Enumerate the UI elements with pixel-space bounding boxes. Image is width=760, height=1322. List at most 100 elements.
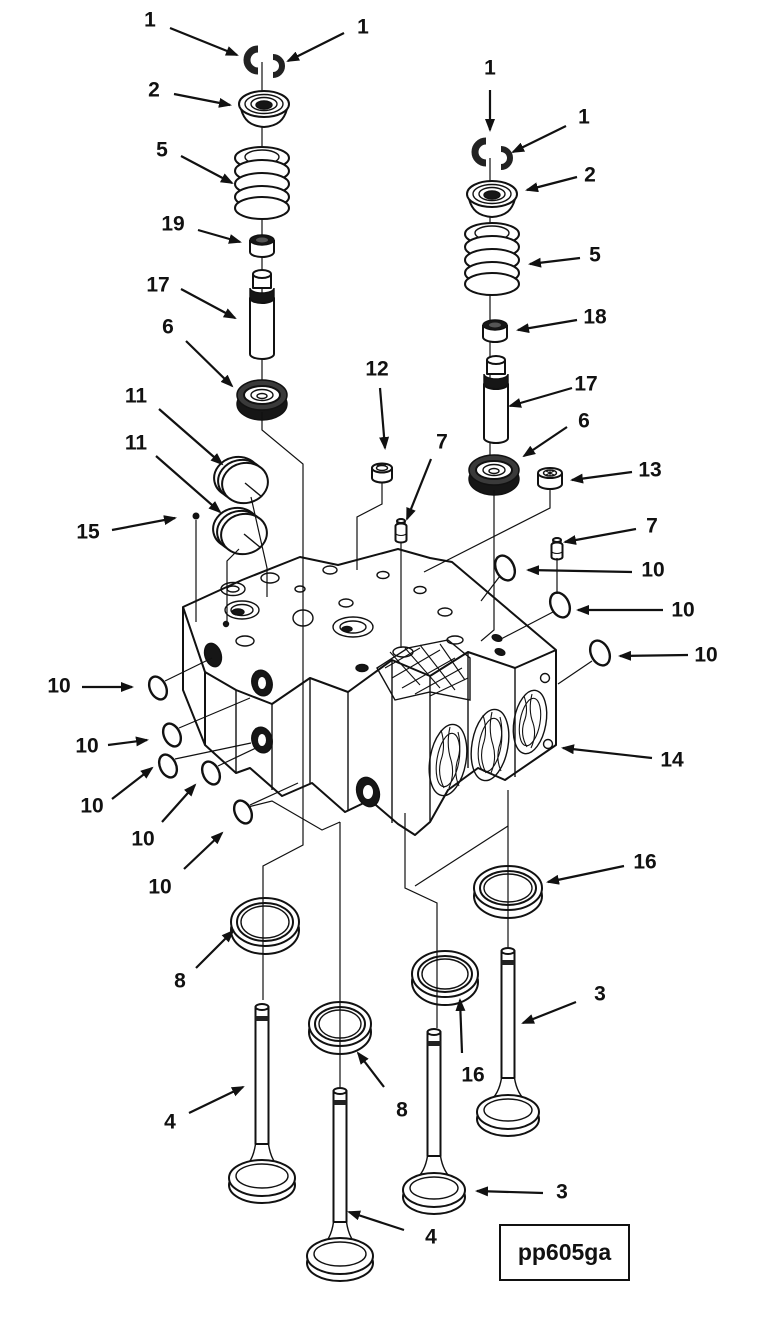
ball-15 (192, 512, 200, 520)
callout-label-10: 10 (131, 827, 155, 851)
valve-assembly-right (464, 137, 520, 496)
callout-arrow-5 (528, 256, 581, 268)
valve-spring-right (464, 222, 520, 296)
callout-arrow-16 (455, 998, 466, 1054)
callout-label-3: 3 (594, 982, 606, 1006)
callout-arrow-6 (522, 426, 568, 458)
callout-label-1: 1 (144, 8, 156, 32)
callout-label-19: 19 (161, 212, 185, 236)
valve-guide-left (249, 269, 275, 360)
callout-label-12: 12 (365, 357, 389, 381)
callout-label-2: 2 (148, 78, 160, 102)
callout-arrow-2 (525, 175, 578, 193)
callout-label-5: 5 (589, 243, 601, 267)
callout-arrow-7 (405, 458, 433, 521)
callout-arrow-7 (563, 527, 637, 545)
callout-arrow-16 (546, 864, 625, 885)
callout-arrow-14 (561, 744, 653, 760)
callout-arrow-11 (158, 408, 224, 466)
callout-label-17: 17 (574, 372, 598, 396)
callout-label-1: 1 (578, 105, 590, 129)
callout-label-10: 10 (75, 734, 99, 758)
plug-13 (537, 467, 563, 490)
callout-label-18: 18 (583, 305, 607, 329)
callout-arrow-10 (526, 565, 633, 576)
dowel-pin-7-left (394, 518, 408, 544)
callout-label-4: 4 (425, 1225, 437, 1249)
callout-arrow-5 (180, 155, 234, 184)
callout-arrow-8 (195, 929, 235, 969)
callout-arrow-17 (508, 386, 573, 408)
cup-plug-11b (212, 506, 268, 556)
seal-cup-19 (249, 234, 275, 258)
small-parts (147, 455, 612, 825)
callout-label-7: 7 (436, 430, 448, 454)
callout-arrow-3 (521, 1000, 577, 1025)
callout-arrow-15 (111, 515, 177, 532)
callout-arrow-19 (197, 228, 242, 244)
stem-seal-left (236, 379, 288, 421)
callout-arrow-1 (169, 26, 239, 57)
callout-arrow-10 (618, 650, 689, 661)
valve-guide-right (483, 355, 509, 444)
callout-label-14: 14 (660, 748, 684, 772)
valves (228, 947, 540, 1282)
callout-arrow-12 (378, 387, 390, 450)
head-right-face-cavities (428, 689, 548, 797)
callout-label-6: 6 (578, 409, 590, 433)
head-side-ports (203, 634, 554, 808)
callout-label-7: 7 (646, 514, 658, 538)
spring-retainer-left (238, 90, 290, 128)
callout-label-10: 10 (694, 643, 718, 667)
callout-arrow-10 (111, 766, 154, 800)
callout-arrow-11 (155, 455, 222, 514)
callout-arrow-1 (511, 125, 567, 153)
figure-code-label: pp605ga (517, 1239, 612, 1265)
valve-collets-left (243, 45, 285, 78)
callout-label-16: 16 (461, 1063, 485, 1087)
callout-label-8: 8 (174, 969, 186, 993)
callout-label-6: 6 (162, 315, 174, 339)
valve-spring-left (234, 146, 290, 220)
callout-label-10: 10 (47, 674, 71, 698)
seat-insert-8a (230, 897, 300, 955)
callout-label-5: 5 (156, 138, 168, 162)
cup-plug-11a (213, 455, 269, 505)
stem-seal-right (468, 454, 520, 496)
plug-12 (371, 462, 393, 484)
callout-arrow-4 (188, 1086, 245, 1114)
cylinder-head-body (182, 548, 557, 836)
valve-assembly-left (234, 45, 290, 421)
callout-arrow-4 (347, 1210, 405, 1232)
valve-collets-right (471, 137, 513, 170)
intake-valve-b (306, 1087, 374, 1282)
callout-label-15: 15 (76, 520, 100, 544)
callout-label-10: 10 (671, 598, 695, 622)
callout-arrow-13 (570, 470, 633, 484)
callout-arrow-17 (180, 288, 237, 319)
callout-arrow-10 (183, 831, 224, 870)
seal-cup-18 (482, 319, 508, 343)
callout-label-10: 10 (641, 558, 665, 582)
callout-arrow-1 (286, 32, 345, 62)
callout-label-4: 4 (164, 1110, 176, 1134)
callout-arrow-8 (356, 1051, 385, 1088)
callout-label-3: 3 (556, 1180, 568, 1204)
figure-code-box: pp605ga (499, 1224, 630, 1281)
seat-insert-16b (411, 950, 479, 1006)
leader-lines (164, 412, 593, 1087)
callout-arrow-18 (516, 318, 578, 334)
callout-arrow-10 (161, 783, 197, 823)
callout-label-1: 1 (484, 56, 496, 80)
callout-label-10: 10 (80, 794, 104, 818)
exhaust-valve-d (476, 947, 540, 1137)
intake-valve-a (228, 1003, 296, 1204)
exhaust-valve-c (402, 1028, 466, 1215)
callout-label-1: 1 (357, 15, 369, 39)
callout-label-16: 16 (633, 850, 657, 874)
callout-arrow-2 (173, 92, 232, 108)
callout-label-8: 8 (396, 1098, 408, 1122)
